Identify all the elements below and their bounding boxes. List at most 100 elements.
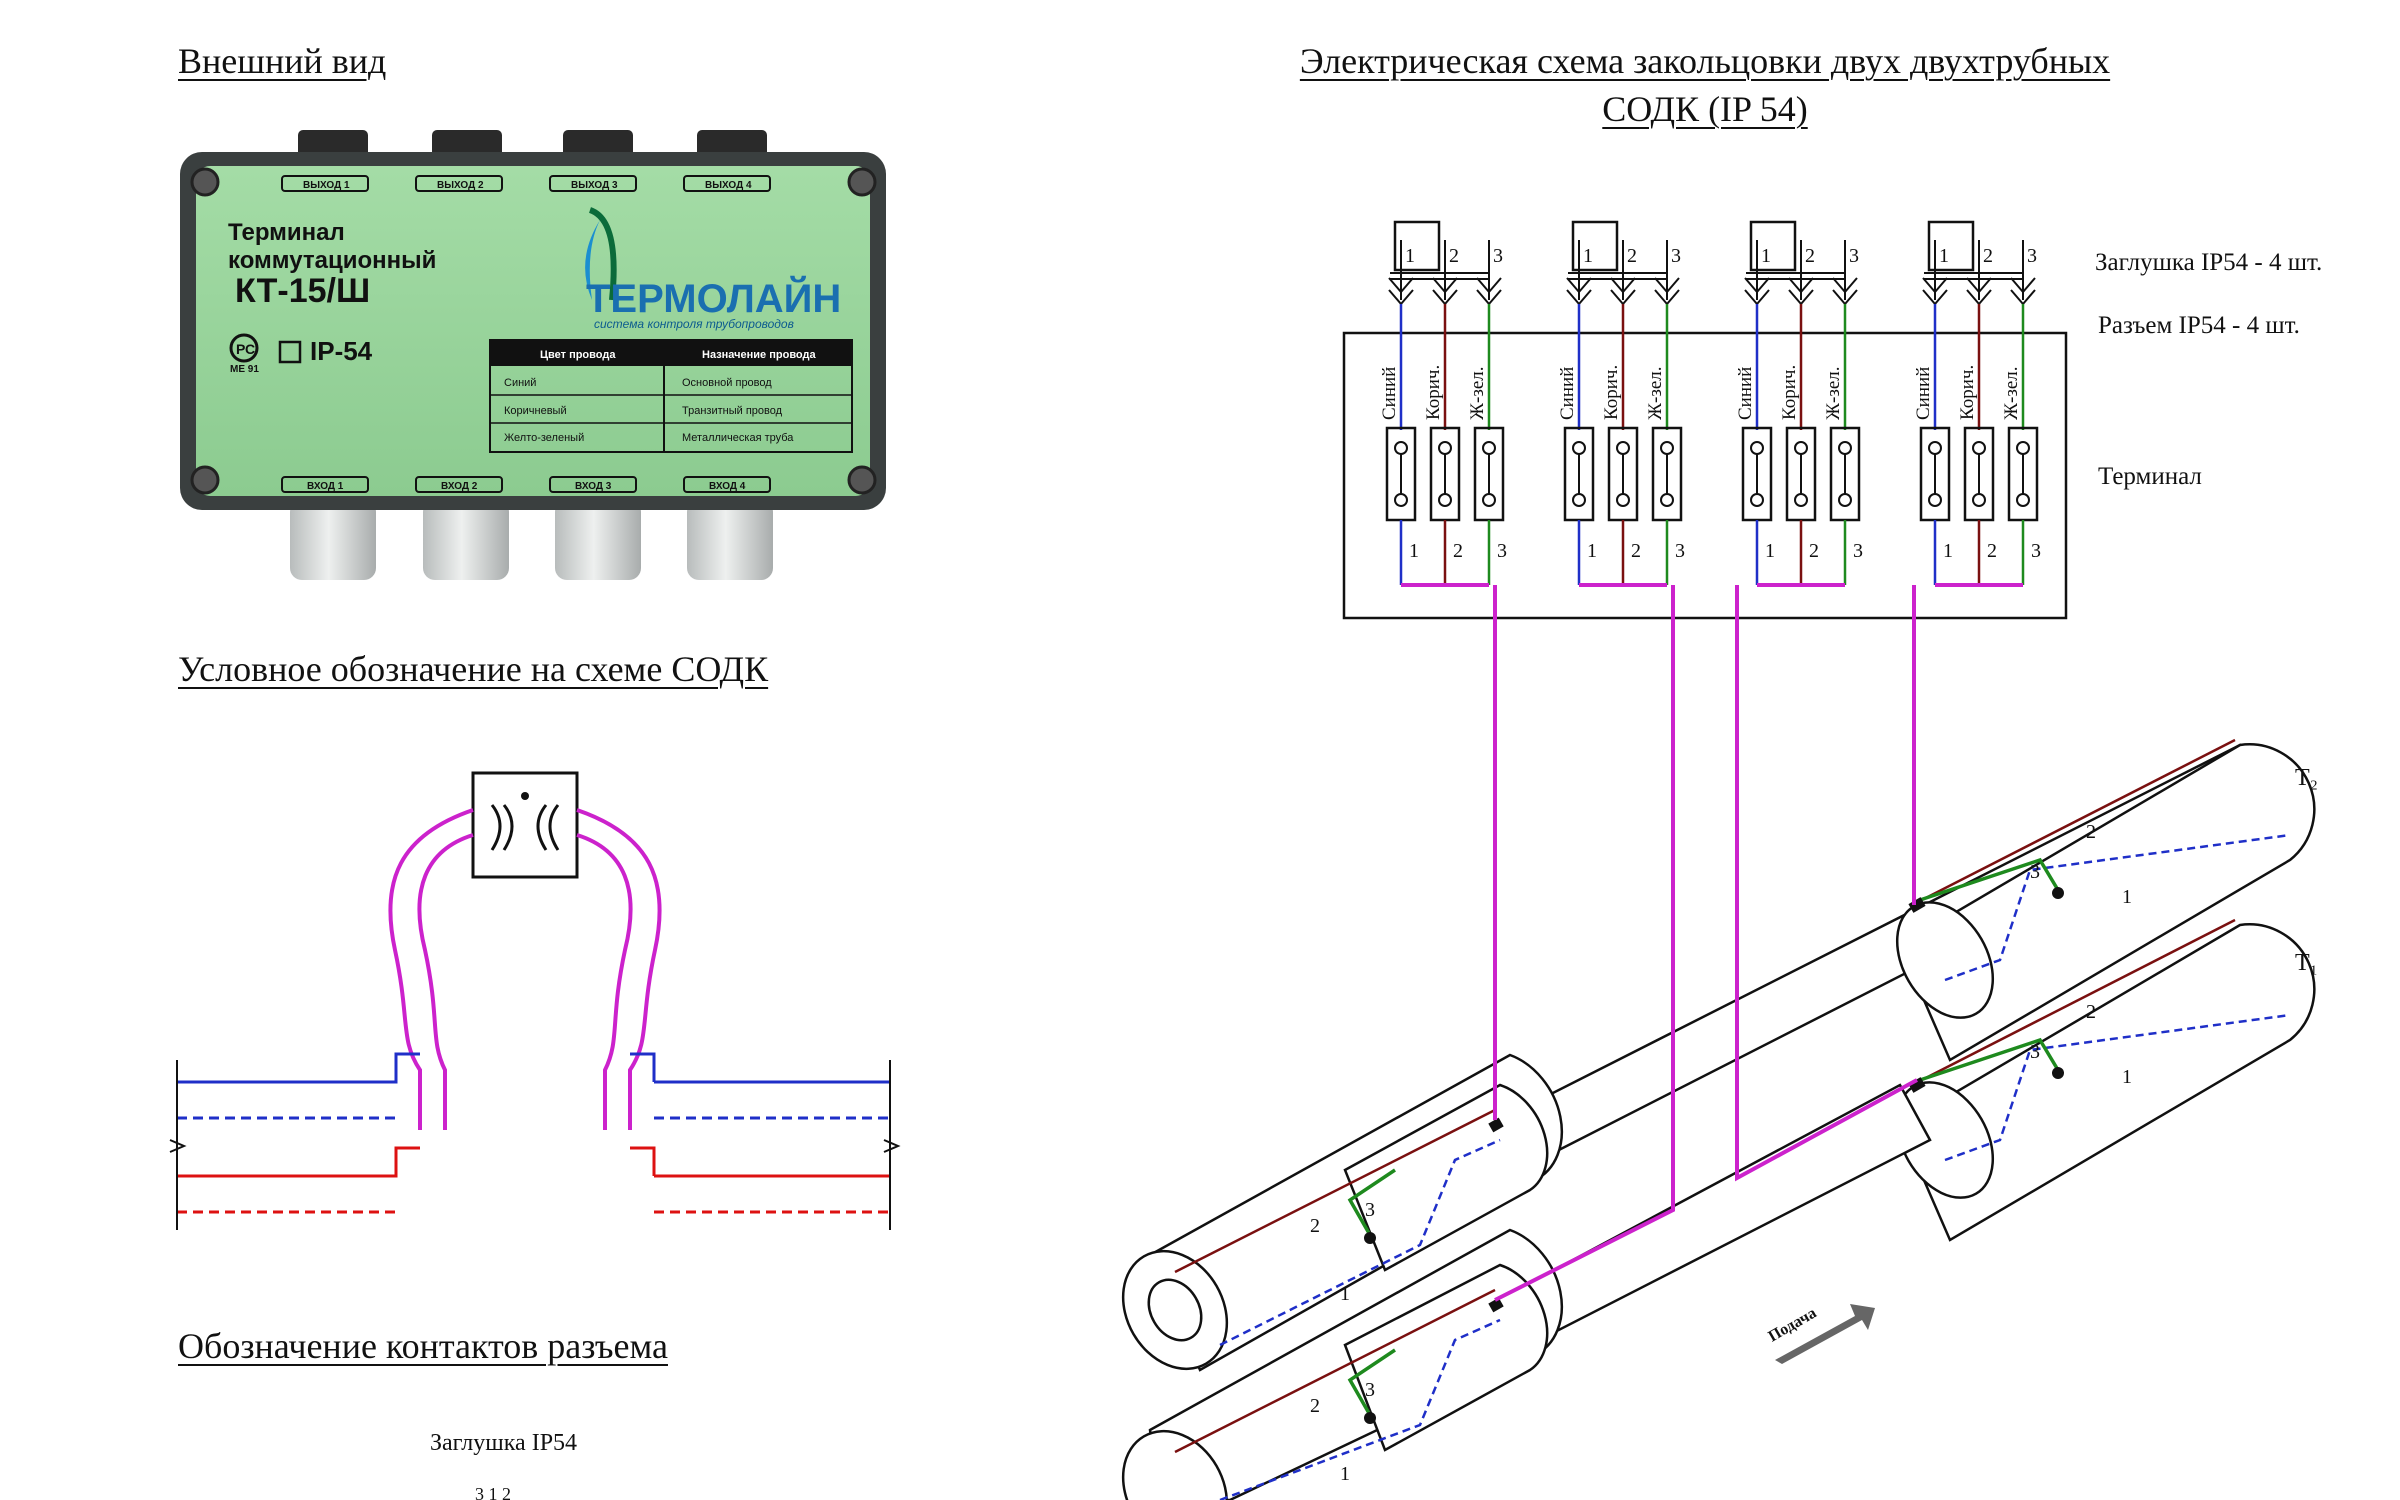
- input-3-label: ВХОД 3: [575, 481, 612, 492]
- wire-info-table: Цвет провода Назначение провода Синий Ос…: [489, 339, 853, 453]
- magenta-routing: [1493, 585, 1918, 1302]
- wire-end-dots: [1364, 887, 2064, 1424]
- symbol-box: [471, 771, 579, 879]
- pin-number-top: 3: [2027, 245, 2037, 267]
- table-cell: Синий: [504, 377, 536, 389]
- wire-num-1: 1: [2122, 1066, 2132, 1088]
- wire-num-3: 3: [1365, 1379, 1375, 1401]
- wire-color-label: Синий: [1379, 367, 1400, 420]
- output-1-label: ВЫХОД 1: [303, 180, 350, 191]
- table-cell: Желто-зеленый: [504, 432, 584, 444]
- svg-text:система контроля трубопроводов: система контроля трубопроводов: [594, 317, 794, 331]
- wire-color-label: Синий: [1735, 367, 1756, 420]
- table-header-color: Цвет провода: [540, 349, 616, 361]
- wire-color-label: Ж-зел.: [1467, 366, 1488, 420]
- ip-square-icon: [278, 340, 302, 364]
- pin-number-bottom: 2: [1453, 540, 1463, 562]
- terminal-frame: [1342, 331, 2068, 620]
- wire-num-2: 2: [2086, 1001, 2096, 1023]
- svg-text:РС: РС: [236, 341, 255, 357]
- device-title-1: Терминал: [228, 219, 345, 246]
- wire-color-label: Корич.: [1957, 365, 1978, 420]
- pin-number-bottom: 2: [1631, 540, 1641, 562]
- wire-color-label: Корич.: [1601, 365, 1622, 420]
- wire-num-3: 3: [1365, 1199, 1375, 1221]
- output-2-label: ВЫХОД 2: [437, 180, 484, 191]
- input-4-label: ВХОД 4: [709, 481, 746, 492]
- device-model: КТ-15/Ш: [235, 272, 370, 310]
- brand-logo: ТЕРМОЛАЙН система контроля трубопроводов: [585, 207, 841, 331]
- pipes: [1121, 743, 2316, 1500]
- wire-color-label: Ж-зел.: [2001, 366, 2022, 420]
- wire-num-1: 1: [2122, 886, 2132, 908]
- wire-num-1: 1: [1340, 1463, 1350, 1485]
- table-cell: Транзитный провод: [682, 405, 783, 417]
- wire-num-2: 2: [1310, 1215, 1320, 1237]
- appearance-heading: Внешний вид: [178, 41, 387, 81]
- sodk-symbol: [169, 771, 901, 1230]
- wire-color-label: Синий: [1913, 367, 1934, 420]
- pipe-t2-label: T₂: [2295, 765, 2318, 791]
- wire-num-1: 1: [1340, 1283, 1350, 1305]
- terminal-box-photo: ВЫХОД 1 ВЫХОД 2 ВЫХОД 3 ВЫХОД 4 ВХОД 1 В…: [180, 130, 886, 580]
- pin-number-top: 3: [1493, 245, 1503, 267]
- pipe-t1: [1121, 923, 2316, 1500]
- svg-text:ТЕРМОЛАЙН: ТЕРМОЛАЙН: [586, 275, 841, 321]
- electrical-scheme: Заглушка IP54 - 4 шт. Разъем IP54 - 4 шт…: [1342, 220, 2322, 620]
- output-4-label: ВЫХОД 4: [705, 180, 752, 191]
- pin-number-bottom: 1: [1765, 540, 1775, 562]
- connector-label: Разъем IP54 - 4 шт.: [2098, 312, 2300, 339]
- wire-color-label: Синий: [1557, 367, 1578, 420]
- wire-num-3: 3: [2030, 861, 2040, 883]
- svg-text:Подача: Подача: [1766, 1305, 1820, 1346]
- input-1-label: ВХОД 1: [307, 481, 344, 492]
- symbol-heading: Условное обозначение на схеме СОДК: [178, 649, 769, 689]
- pin-number-bottom: 1: [1409, 540, 1419, 562]
- table-cell: Металлическая труба: [682, 432, 794, 444]
- table-cell: Коричневый: [504, 405, 567, 417]
- pin-number-top: 1: [1939, 245, 1949, 267]
- pipe-wires: [1174, 738, 2291, 1500]
- pin-number-top: 1: [1583, 245, 1593, 267]
- pin-number-bottom: 3: [1497, 540, 1507, 562]
- wire-color-label: Ж-зел.: [1823, 366, 1844, 420]
- scheme-heading-line1: Электрическая схема закольцовки двух дву…: [1299, 41, 2111, 81]
- pin-number-top: 2: [1805, 245, 1815, 267]
- output-3-label: ВЫХОД 3: [571, 180, 618, 191]
- corner-screws: [190, 167, 877, 495]
- pin-number-top: 1: [1761, 245, 1771, 267]
- pin-number-bottom: 3: [2031, 540, 2041, 562]
- device-title-2: коммутационный: [228, 247, 436, 274]
- contacts-partial: 3 1 2: [475, 1484, 511, 1500]
- pin-number-bottom: 2: [1987, 540, 1997, 562]
- table-header-purpose: Назначение провода: [702, 349, 816, 361]
- contacts-heading: Обозначение контактов разъема: [178, 1326, 668, 1366]
- wire-num-2: 2: [1310, 1395, 1320, 1417]
- pin-number-top: 2: [1449, 245, 1459, 267]
- wire-color-label: Корич.: [1779, 365, 1800, 420]
- wire-color-label: Корич.: [1423, 365, 1444, 420]
- pin-number-top: 3: [1849, 245, 1859, 267]
- wire-num-2: 2: [2086, 821, 2096, 843]
- terminal-label: Терминал: [2098, 463, 2202, 490]
- pin-number-bottom: 3: [1675, 540, 1685, 562]
- cable-glands: [290, 500, 773, 580]
- gost-cert-icon: РС: [229, 333, 259, 363]
- wire-num-3: 3: [2030, 1041, 2040, 1063]
- pin-number-top: 2: [1983, 245, 1993, 267]
- pin-number-top: 2: [1627, 245, 1637, 267]
- pin-number-bottom: 2: [1809, 540, 1819, 562]
- pin-number-bottom: 1: [1587, 540, 1597, 562]
- table-cell: Основной провод: [682, 377, 772, 389]
- device-cert: МЕ 91: [230, 364, 259, 375]
- plug-label: Заглушка IP54 - 4 шт.: [2095, 249, 2322, 276]
- pin-number-bottom: 1: [1943, 540, 1953, 562]
- pin-number-top: 3: [1671, 245, 1681, 267]
- pin-number-top: 1: [1405, 245, 1415, 267]
- pin-number-bottom: 3: [1853, 540, 1863, 562]
- device-ip: IP-54: [310, 336, 373, 366]
